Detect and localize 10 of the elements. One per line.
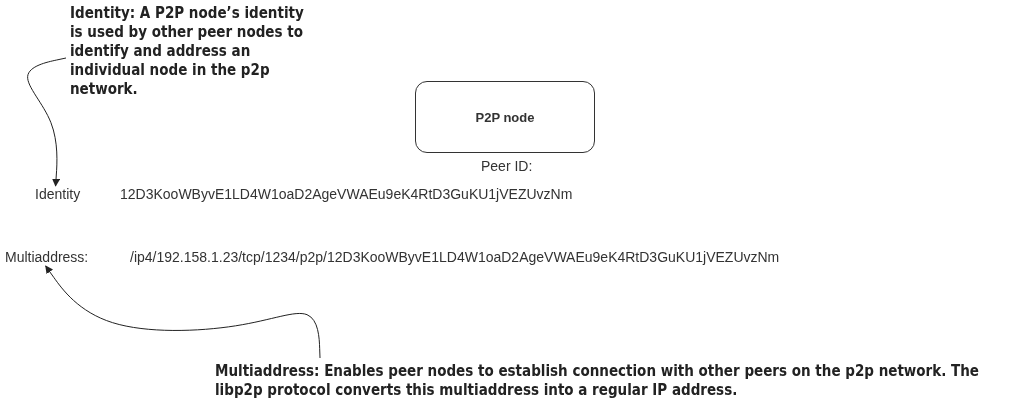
multiaddress-value: /ip4/192.158.1.23/tcp/1234/p2p/12D3KooWByvE1LD4W1oaD2AgeVWAEu9eK4RtD3GuKU1jVEZUvzNm bbox=[130, 249, 780, 265]
field-name: Identity bbox=[35, 186, 81, 202]
field-label: Peer ID: bbox=[481, 158, 533, 174]
field-name: Multiaddress: bbox=[5, 249, 89, 265]
callout-text: Multiaddress: Enables peer nodes to establish connection with other peers on the p2p network. The libp2p protocol converts this multiaddress into a regular IP address. bbox=[215, 362, 1015, 400]
callout-text: Identity: A P2P node’s identity is used by other peer nodes to identify and address an individual node in the p2p network. bbox=[70, 4, 320, 99]
leader-arrow bbox=[27, 57, 67, 187]
peer-id-value: 12D3KooWByvE1LD4W1oaD2AgeVWAEu9eK4RtD3GuKU1jVEZUvzNm bbox=[120, 186, 573, 202]
node-box: P2P node bbox=[415, 81, 595, 153]
leader-arrow bbox=[45, 265, 321, 359]
